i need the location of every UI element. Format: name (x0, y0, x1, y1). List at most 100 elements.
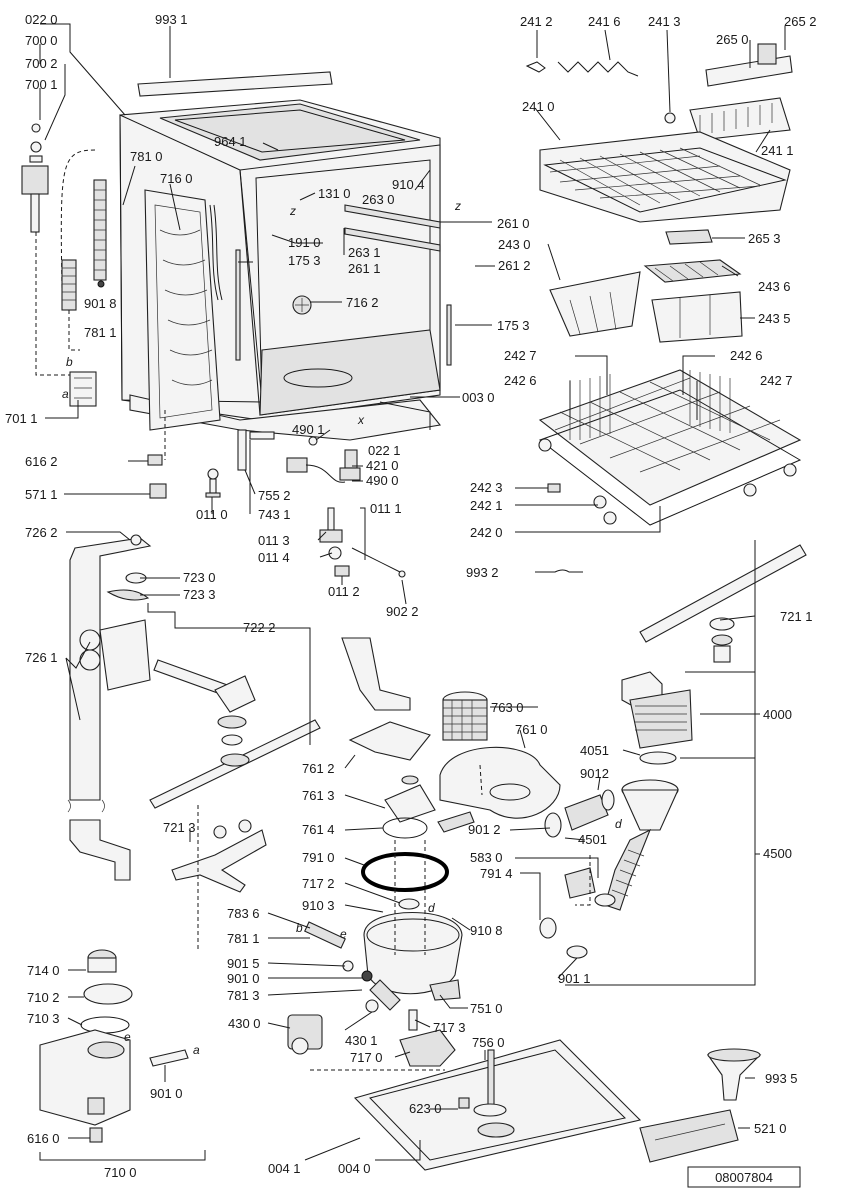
callout-191-0: 191 0 (288, 235, 321, 250)
inlet-valve-assembly (21, 123, 107, 407)
callout-243-0: 243 0 (498, 237, 531, 252)
callout-243-5: 243 5 (758, 311, 791, 326)
callout-011-1: 011 1 (370, 501, 402, 516)
callout-993-2: 993 2 (466, 565, 499, 580)
callout-761-2: 761 2 (302, 761, 335, 776)
circulation-pipes (67, 534, 321, 893)
callout-241-2: 241 2 (520, 14, 553, 29)
callout-726-2: 726 2 (25, 525, 58, 540)
dishwasher-cabinet (119, 71, 452, 441)
connection-markers: b a z z x d d b e e a (62, 199, 622, 1057)
callout-242-7a: 242 7 (504, 348, 537, 363)
callout-011-4: 011 4 (258, 550, 290, 565)
document-number-box (687, 1166, 801, 1188)
callout-717-3: 717 3 (433, 1020, 466, 1035)
base-tray (353, 1039, 762, 1171)
marker-a: a (62, 387, 69, 401)
callout-571-1: 571 1 (25, 487, 58, 502)
callout-716-2: 716 2 (346, 295, 379, 310)
callout-993-5: 993 5 (765, 1071, 798, 1086)
callout-751-0: 751 0 (470, 1001, 503, 1016)
callout-9012: 9012 (580, 766, 609, 781)
callout-004-0: 004 0 (338, 1161, 371, 1176)
callout-910-4: 910 4 (392, 177, 425, 192)
callout-783-6: 783 6 (227, 906, 260, 921)
callout-261-1: 261 1 (348, 261, 381, 276)
lower-basket (535, 369, 802, 573)
callout-723-0: 723 0 (183, 570, 216, 585)
callout-791-0: 791 0 (302, 850, 335, 865)
callout-175-3a: 175 3 (288, 253, 321, 268)
callout-4000: 4000 (763, 707, 792, 722)
callout-755-2: 755 2 (258, 488, 291, 503)
marker-b: b (66, 355, 73, 369)
marker-d: d (428, 901, 435, 915)
callout-721-3: 721 3 (163, 820, 196, 835)
callout-993-1: 993 1 (155, 12, 188, 27)
callout-910-8: 910 8 (470, 923, 503, 938)
callout-616-2: 616 2 (25, 454, 58, 469)
callout-901-1: 901 1 (558, 971, 591, 986)
callout-781-3: 781 3 (227, 988, 260, 1003)
water-softener (39, 949, 189, 1143)
callout-490-1: 490 1 (292, 422, 325, 437)
callout-011-3: 011 3 (258, 533, 290, 548)
sump-assembly (287, 637, 561, 1067)
callout-241-1: 241 1 (761, 143, 794, 158)
callout-761-0: 761 0 (515, 722, 548, 737)
leader-lines (39, 23, 786, 1161)
document-number: 08007804 (715, 1170, 773, 1185)
callout-964-1: 964 1 (214, 134, 247, 149)
callout-242-0: 242 0 (470, 525, 503, 540)
upper-spray-arm (639, 544, 807, 663)
marker-z: z (454, 199, 461, 213)
callout-243-6: 243 6 (758, 279, 791, 294)
callout-011-0: 011 0 (196, 507, 228, 522)
callout-241-3: 241 3 (648, 14, 681, 29)
callout-421-0: 421 0 (366, 458, 399, 473)
callout-763-0: 763 0 (491, 700, 524, 715)
callout-700-1: 700 1 (25, 77, 58, 92)
callout-700-0: 700 0 (25, 33, 58, 48)
callout-263-0: 263 0 (362, 192, 395, 207)
callout-131-0: 131 0 (318, 186, 351, 201)
callout-265-2: 265 2 (784, 14, 817, 29)
callout-4500: 4500 (763, 846, 792, 861)
marker-e: e (340, 927, 347, 941)
callout-717-0: 717 0 (350, 1050, 383, 1065)
callout-4051: 4051 (580, 743, 609, 758)
callout-265-3: 265 3 (748, 231, 781, 246)
callout-901-0b: 901 0 (150, 1086, 183, 1101)
callout-901-8: 901 8 (84, 296, 117, 311)
callout-4501: 4501 (578, 832, 607, 847)
callout-761-3: 761 3 (302, 788, 335, 803)
callout-265-0: 265 0 (716, 32, 749, 47)
callout-716-0: 716 0 (160, 171, 193, 186)
callout-781-0: 781 0 (130, 149, 163, 164)
callout-430-1: 430 1 (345, 1033, 378, 1048)
callout-003-0: 003 0 (462, 390, 495, 405)
callout-902-2: 902 2 (386, 604, 419, 619)
marker-z: z (289, 204, 296, 218)
callout-710-0: 710 0 (104, 1165, 137, 1180)
callout-726-1: 726 1 (25, 650, 58, 665)
callout-722-2: 722 2 (243, 620, 276, 635)
callout-011-2: 011 2 (328, 584, 360, 599)
callout-242-3: 242 3 (470, 480, 503, 495)
callout-901-0a: 901 0 (227, 971, 260, 986)
callout-901-5: 901 5 (227, 956, 260, 971)
callout-781-1a: 781 1 (84, 325, 117, 340)
callout-710-3: 710 3 (27, 1011, 60, 1026)
callout-263-1: 263 1 (348, 245, 381, 260)
callout-521-0: 521 0 (754, 1121, 787, 1136)
callout-714-0: 714 0 (27, 963, 60, 978)
callout-761-4: 761 4 (302, 822, 335, 837)
callout-616-0: 616 0 (27, 1131, 60, 1146)
callout-723-3: 723 3 (183, 587, 216, 602)
callout-623-0: 623 0 (409, 1101, 442, 1116)
marker-e: e (124, 1030, 131, 1044)
callout-241-6: 241 6 (588, 14, 621, 29)
callout-701-1: 701 1 (5, 411, 38, 426)
callout-242-6a: 242 6 (730, 348, 763, 363)
callout-756-0: 756 0 (472, 1035, 505, 1050)
